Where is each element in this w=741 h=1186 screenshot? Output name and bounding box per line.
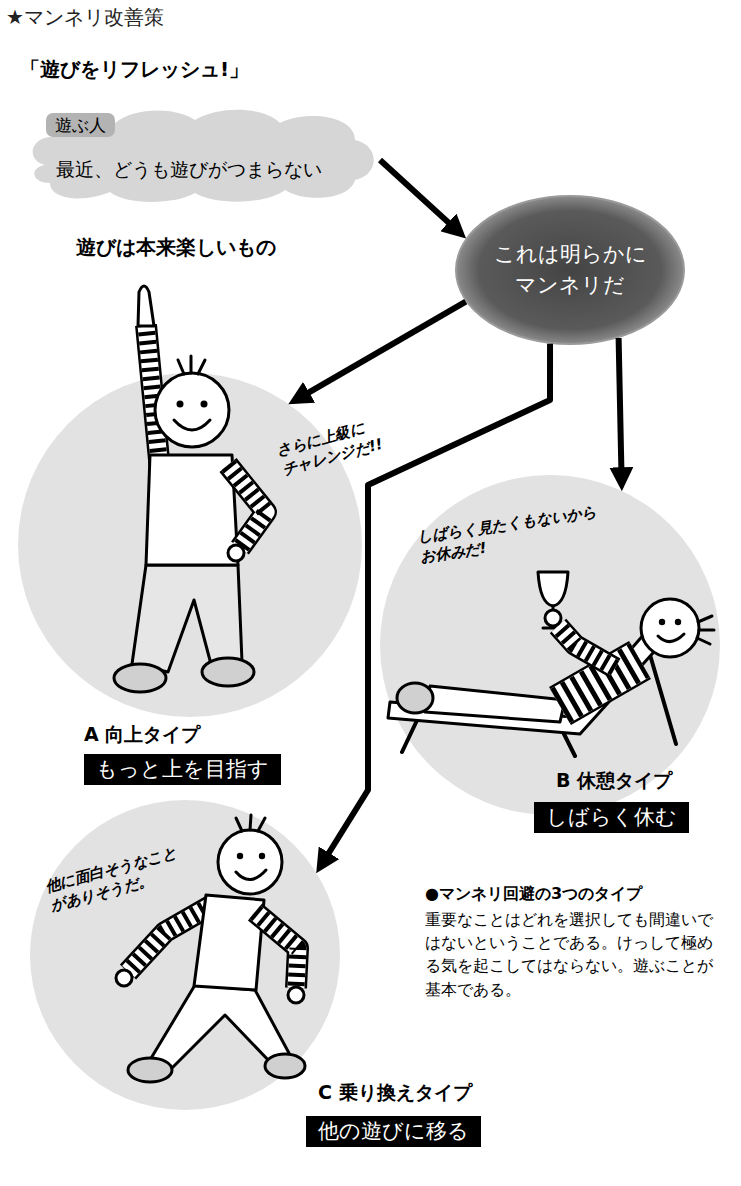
speech-text: さらに上級にチャレンジだ!! xyxy=(275,415,386,480)
circle-fill xyxy=(380,475,720,815)
label-slot: ●マンネリ回避の3つのタイプ xyxy=(425,884,642,905)
label-slot: 重要なことはどれを選択しても間違いではないということである。けっして極める気を起… xyxy=(425,908,720,1001)
label-slot: 「遊びをリフレッシュ!」 xyxy=(20,56,249,82)
type-circle: もっと上を目指すさらに上級にチャレンジだ!!A 向上タイプ xyxy=(18,373,362,717)
text-slot: 他に面白そうなことがありそうだ。 xyxy=(43,843,186,916)
conclusion-ellipse: これは明らかにマンネリだ xyxy=(455,195,685,345)
cloud-fill xyxy=(33,110,374,202)
hair xyxy=(178,356,205,374)
band-text: 他の遊びに移る xyxy=(318,1118,469,1145)
label-slot: 遊びは本来楽しいもの xyxy=(76,234,276,260)
text-slot: B 休憩タイプ xyxy=(556,768,672,793)
pointing-hand xyxy=(138,286,154,326)
circle-fill xyxy=(18,373,362,717)
text-slot: A 向上タイプ xyxy=(84,722,200,747)
type-heading: B 休憩タイプ xyxy=(556,768,672,793)
band-text: しばらく休む xyxy=(546,804,677,831)
speaker-name: 遊ぶ人 xyxy=(55,114,106,136)
title-slot: ★マンネリ改善策 xyxy=(6,4,164,30)
type-circle: しばらく休むしばらく見たくもないからお休みだ!B 休憩タイプ xyxy=(380,475,720,815)
text-slot: しばらく見たくもないからお休みだ! xyxy=(416,502,606,567)
speech-text: しばらく見たくもないからお休みだ! xyxy=(416,502,606,567)
diagram-title: ★マンネリ改善策 xyxy=(6,4,164,30)
text-slot: 最近、どうも遊びがつまらない xyxy=(56,157,322,182)
connector-arrow xyxy=(619,338,622,477)
text-slot: さらに上級にチャレンジだ!! xyxy=(275,415,386,480)
type-circle: 他の遊びに移る他に面白そうなことがありそうだ。C 乗り換えタイプ xyxy=(30,800,340,1110)
speech-text: 他に面白そうなことがありそうだ。 xyxy=(43,843,186,916)
note-body: 重要なことはどれを選択しても間違いではないということである。けっして極める気を起… xyxy=(425,908,720,1001)
subtitle: 「遊びをリフレッシュ!」 xyxy=(20,56,249,82)
circle-outline xyxy=(30,800,340,1110)
connector-arrow xyxy=(301,302,466,397)
type-band: 他の遊びに移る xyxy=(306,1116,481,1147)
premise-text: 遊びは本来楽しいもの xyxy=(76,234,276,260)
type-heading: A 向上タイプ xyxy=(84,722,200,747)
text-slot: C 乗り換えタイプ xyxy=(318,1080,472,1105)
type-band: もっと上を目指す xyxy=(84,754,281,785)
thought-cloud: 遊ぶ人最近、どうも遊びがつまらない xyxy=(25,105,380,205)
circle-outline xyxy=(18,373,362,717)
type-heading: C 乗り換えタイプ xyxy=(318,1080,472,1105)
connector-arrow xyxy=(380,160,455,229)
circle-fill xyxy=(30,800,340,1110)
ellipse-outline xyxy=(455,195,685,345)
band-text: もっと上を目指す xyxy=(96,756,269,783)
type-band: しばらく休む xyxy=(534,802,689,833)
note-heading: ●マンネリ回避の3つのタイプ xyxy=(425,884,642,905)
speaker-tag: 遊ぶ人 xyxy=(46,113,115,137)
ellipse-fill xyxy=(456,196,684,344)
cloud-text: 最近、どうも遊びがつまらない xyxy=(56,157,322,182)
conclusion-text: これは明らかにマンネリだ xyxy=(490,239,650,302)
